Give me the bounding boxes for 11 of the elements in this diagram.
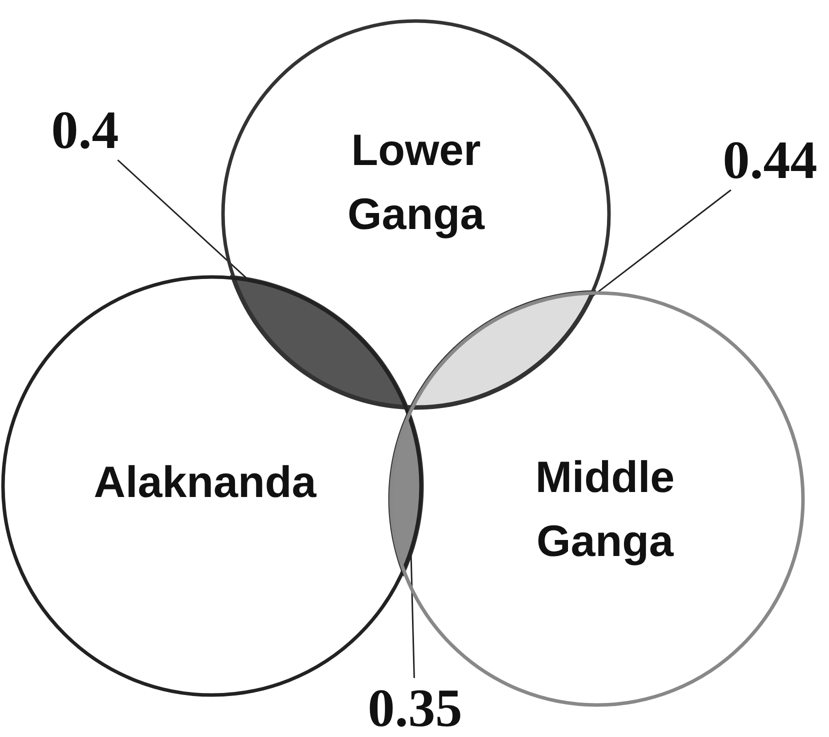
set-label: Alaknanda [92, 457, 318, 510]
value-label: 0.44 [722, 133, 818, 187]
set-label: Middle Ganga [534, 452, 676, 568]
leader-line [117, 159, 247, 278]
value-label: 0.4 [51, 103, 119, 157]
overlap-region [408, 290, 596, 410]
overlap-region [388, 408, 424, 576]
leader-line [410, 556, 415, 678]
set-label: Lower Ganga [346, 125, 486, 241]
value-label: 0.35 [368, 681, 462, 735]
overlap-region [230, 275, 410, 410]
